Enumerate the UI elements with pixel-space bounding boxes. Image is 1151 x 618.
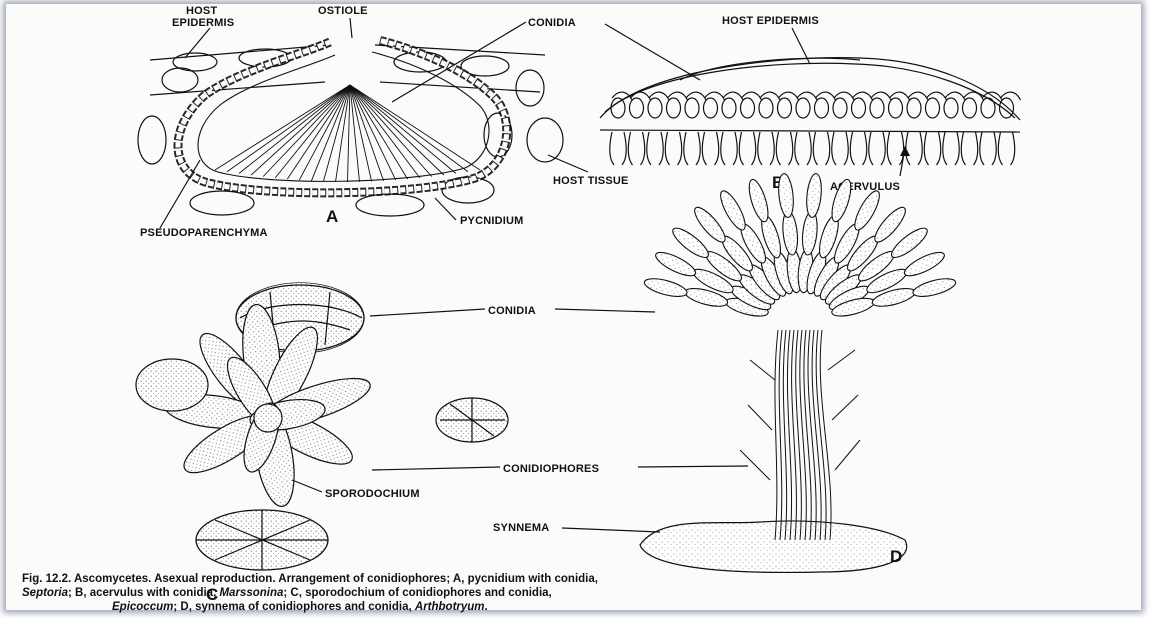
caption-text-end: . xyxy=(485,601,488,613)
caption-line-1: Fig. 12.2. Ascomycetes. Asexual reproduc… xyxy=(22,572,1142,586)
caption-genus-marssonina: Marssonina xyxy=(219,587,283,599)
caption-line-3: Epicoccum; D, synnema of conidiophores a… xyxy=(22,600,1142,614)
label-pseudoparenchyma: PSEUDOPARENCHYMA xyxy=(140,227,268,239)
label-synnema: SYNNEMA xyxy=(493,522,549,534)
label-epidermis: EPIDERMIS xyxy=(172,17,234,29)
caption-genus-arthbotryum: Arthbotryum xyxy=(415,601,485,613)
label-ostiole: OSTIOLE xyxy=(318,5,368,17)
panel-b-acervulus: B HOST EPIDERMIS ACERVULUS xyxy=(600,15,1021,193)
label-pycnidium: PYCNIDIUM xyxy=(460,215,524,227)
caption-text-c: ; C, sporodochium of conidiophores and c… xyxy=(283,587,551,599)
panel-a-pycnidium: A HOST EPIDERMIS OSTIOLE CONIDIA HOST TI… xyxy=(138,5,700,239)
caption-text-d: ; D, synnema of conidiophores and conidi… xyxy=(173,601,415,613)
label-sporodochium: SPORODOCHIUM xyxy=(325,488,420,500)
caption-text-b: ; B, acervulus with conidia, xyxy=(68,587,219,599)
caption-line-2: Septoria; B, acervulus with conidia, Mar… xyxy=(22,586,1142,600)
label-conidiophores: CONIDIOPHORES xyxy=(503,463,599,475)
panel-a-letter: A xyxy=(326,207,338,226)
panel-d-letter: D xyxy=(890,547,902,566)
label-host-epidermis-b: HOST EPIDERMIS xyxy=(722,15,819,27)
caption-genus-septoria: Septoria xyxy=(22,587,68,599)
label-host-tissue: HOST TISSUE xyxy=(553,175,629,187)
label-conidia-c: CONIDIA xyxy=(488,305,536,317)
panel-d-synnema: D SYNNEMA xyxy=(493,173,957,573)
label-host: HOST xyxy=(186,5,217,17)
label-conidia-a: CONIDIA xyxy=(528,17,576,29)
figure-caption: Fig. 12.2. Ascomycetes. Asexual reproduc… xyxy=(22,572,1142,614)
caption-genus-epicoccum: Epicoccum xyxy=(112,601,173,613)
